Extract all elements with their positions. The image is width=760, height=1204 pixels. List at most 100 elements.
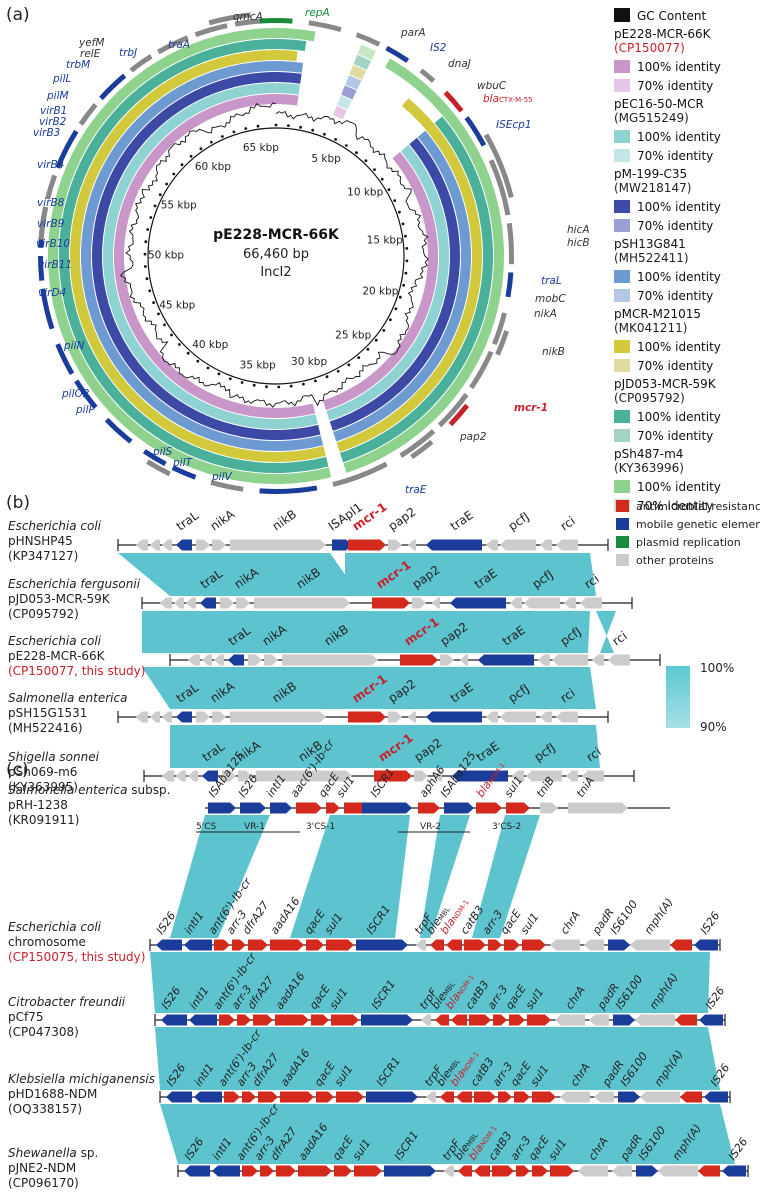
legend-accession: (MK041211) — [614, 321, 687, 335]
alignment-shade — [472, 815, 540, 938]
gene-arrow-c — [440, 1091, 454, 1103]
gene-arrow — [188, 654, 200, 666]
gene-arrow — [408, 711, 416, 723]
gene-arrow — [160, 597, 172, 609]
row-c-plasmid: pRH-1238 — [8, 798, 68, 812]
gene-arrow-nikB — [230, 539, 326, 551]
gene-label-nikB: nikB — [270, 507, 299, 533]
row-b-species: Escherichia fergusonii — [8, 577, 141, 591]
scale-tick — [325, 375, 329, 379]
scale-tick — [228, 377, 232, 381]
gene-arrow-c — [435, 1014, 449, 1026]
legend-b-swatch — [616, 554, 629, 566]
gene-arrow-c — [589, 1014, 609, 1026]
gene-arrow-traL — [202, 770, 218, 782]
segment-label: VR-1 — [244, 822, 265, 832]
legend-hi-label: 100% identity — [637, 480, 721, 494]
gene-arrow-c — [208, 802, 236, 814]
gene-arrow-c — [464, 939, 486, 951]
gene-feature — [492, 312, 507, 346]
row-b-plasmid: pSH15G1531 — [8, 706, 87, 720]
legend-hi-label: 100% identity — [637, 270, 721, 284]
gene-arrow-c — [613, 1014, 635, 1026]
gene-label-pilV: pilV — [211, 471, 232, 483]
gene-label-repA: repA — [305, 7, 330, 19]
gene-arrow-nikB — [254, 597, 350, 609]
gene-arrow — [162, 539, 172, 551]
gene-feature — [208, 12, 251, 26]
gene-arrow-pcfJ — [526, 770, 562, 782]
legend-swatch-hi — [614, 410, 630, 423]
gene-arrow-c — [270, 939, 304, 951]
gene-arrow-c — [361, 1014, 413, 1026]
scale-tick — [323, 132, 326, 136]
legend-swatch-lo — [614, 219, 630, 232]
scale-tick — [196, 359, 200, 363]
gene-label-virB3: virB3 — [33, 127, 60, 139]
scale-label: 60 kbp — [195, 161, 231, 173]
scale-tick — [357, 356, 361, 359]
gene-arrow-c — [232, 939, 246, 951]
gene-feature — [99, 73, 127, 101]
gene-feature — [410, 439, 434, 460]
gene-arrow-c — [356, 939, 408, 951]
gene-arrow-traL — [176, 539, 192, 551]
gene-arrow — [566, 770, 578, 782]
identity-ring-1 — [326, 144, 449, 421]
scale-label: 45 kbp — [159, 300, 195, 312]
gc-legend-swatch — [614, 8, 630, 22]
alignment-shade — [420, 815, 470, 938]
row-b-accession: (KP347127) — [8, 549, 78, 563]
scale-tick — [178, 343, 181, 346]
gene-arrow-c — [316, 1091, 334, 1103]
legend-plasmid-name: pEC16-50-MCR — [614, 97, 704, 111]
gene-arrow — [486, 539, 498, 551]
scale-tick — [240, 381, 244, 384]
gene-feature — [469, 350, 494, 390]
gene-label-hicB: hicB — [567, 237, 590, 249]
scale-circle — [147, 127, 405, 385]
gene-label-pilN: pilN — [63, 340, 84, 352]
row-b-accession: (KY363995) — [8, 780, 78, 794]
gene-feature — [38, 206, 49, 240]
gene-arrow-nikB — [282, 654, 378, 666]
gene-arrow-c — [444, 802, 474, 814]
row-b-species: Escherichia coli — [8, 519, 102, 533]
identity-ring-3 — [345, 75, 362, 90]
gene-arrow-c — [311, 1014, 329, 1026]
gene-feature — [506, 222, 514, 265]
gene-arrow-pcfJ — [500, 711, 536, 723]
gene-arrow-c — [698, 1165, 720, 1177]
identity-ring-5 — [353, 54, 372, 70]
scale-tick — [382, 329, 386, 332]
gene-arrow-c — [670, 939, 692, 951]
row-b-plasmid: pJD053-MCR-59K — [8, 592, 111, 606]
gene-label-hicA: hicA — [567, 224, 590, 236]
gene-arrow-mcr1 — [348, 711, 386, 723]
gene-arrow-pcfJ — [552, 654, 588, 666]
gene-arrow-c — [704, 1091, 728, 1103]
gene-arrow-c — [418, 802, 440, 814]
gene-arrow-c — [194, 1091, 222, 1103]
scale-tick — [405, 247, 409, 250]
scale-tick — [244, 127, 248, 130]
scale-label: 65 kbp — [243, 142, 279, 154]
row-b-plasmid: pE228-MCR-66K — [8, 649, 106, 663]
row-c-species: Citrobacter freundii — [8, 995, 126, 1009]
gene-feature — [488, 159, 511, 216]
scale-tick — [274, 123, 278, 127]
alignment-shade — [290, 815, 410, 938]
row-b-plasmid: pSh069-m6 — [8, 765, 77, 779]
gene-arrow-c — [253, 1014, 273, 1026]
gene-arrow-c — [699, 1014, 723, 1026]
row-c-plasmid: pJNE2-NDM — [8, 1161, 76, 1175]
gene-label-bla: blaCTX-M-55 — [483, 93, 533, 105]
segment-label: VR-2 — [420, 822, 441, 832]
gene-label-traL: traL — [541, 275, 562, 287]
legend-plasmid-name: pJD053-MCR-59K — [614, 377, 717, 391]
gene-arrow-c — [608, 939, 630, 951]
gene-feature — [259, 17, 293, 24]
gene-arrow-c — [568, 802, 628, 814]
gene-arrow-c — [493, 1014, 507, 1026]
scale-tick — [401, 222, 405, 226]
